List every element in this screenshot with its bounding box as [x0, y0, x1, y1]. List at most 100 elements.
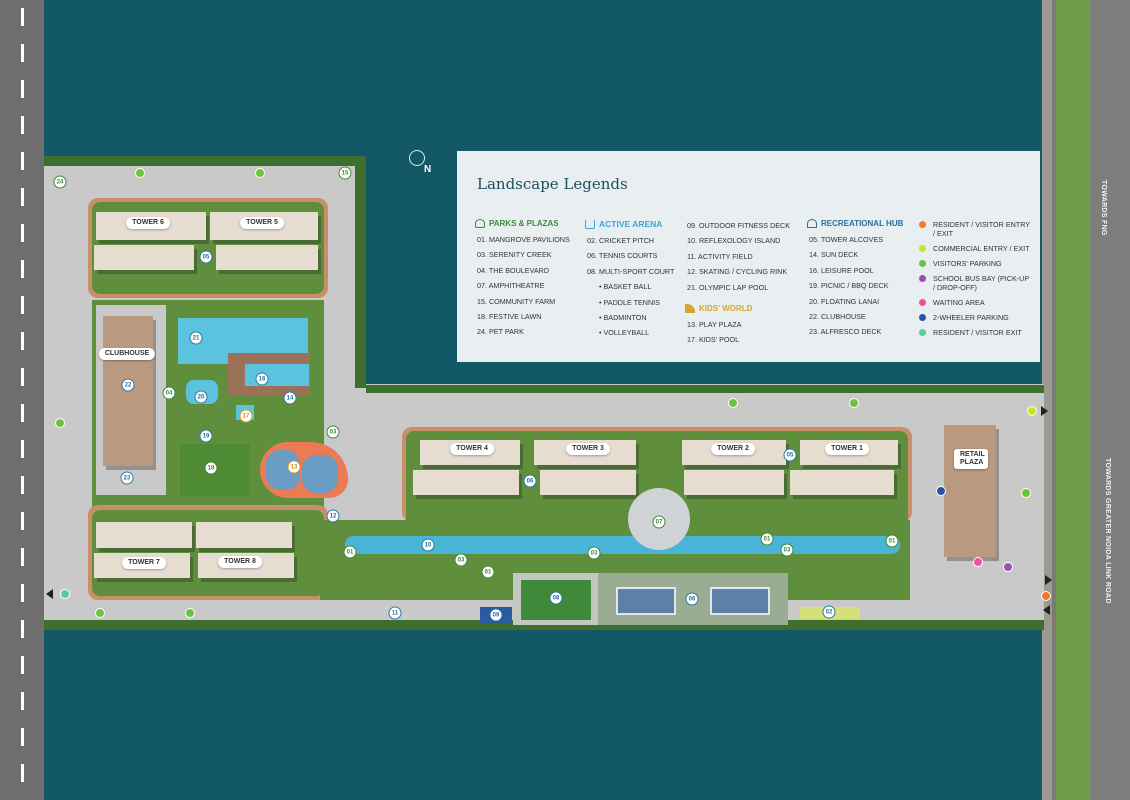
access-point-dot[interactable] [60, 589, 70, 599]
legend-item: 23. ALFRESCO DECK [809, 327, 882, 337]
access-point-dot[interactable] [849, 398, 859, 408]
amenity-marker[interactable]: 03 [780, 543, 794, 557]
building-label[interactable]: TOWER 5 [240, 216, 284, 230]
amenity-marker[interactable]: 06 [685, 592, 699, 606]
amenity-marker[interactable]: 11 [388, 606, 402, 620]
access-point-dot[interactable] [1041, 591, 1051, 601]
amenity-marker[interactable]: 22 [121, 378, 135, 392]
amenity-marker[interactable]: 13 [287, 460, 301, 474]
amenity-marker[interactable]: 05 [199, 250, 213, 264]
legend-item: 01. MANGROVE PAVILIONS [477, 235, 570, 244]
building-label[interactable]: TOWER 4 [450, 442, 494, 456]
access-point-dot[interactable] [728, 398, 738, 408]
legend-item: 17. KIDS' POOL [687, 334, 740, 344]
amenity-marker[interactable]: 09 [489, 608, 503, 622]
amenity-marker[interactable]: 03 [326, 425, 340, 439]
road-label-fng: TOWARDS FNG [1100, 180, 1107, 236]
lane-marking [21, 224, 24, 242]
legend-subitem: • BADMINTON [587, 313, 674, 322]
access-point-dot[interactable] [255, 168, 265, 178]
dot-icon [919, 245, 926, 252]
amenity-marker[interactable]: 24 [53, 175, 67, 189]
amenity-marker[interactable]: 16 [255, 372, 269, 386]
legend-item: 21. OLYMPIC LAP POOL [687, 282, 769, 292]
amenity-marker[interactable]: 14 [283, 391, 297, 405]
amenity-marker[interactable]: 06 [523, 474, 537, 488]
access-point-dot[interactable] [1003, 562, 1013, 572]
lane-marking [21, 440, 24, 458]
amenity-marker[interactable]: 01 [760, 532, 774, 546]
bullet: • [599, 328, 604, 338]
bullet: • [599, 282, 604, 292]
lane-marking [21, 764, 24, 782]
building-label[interactable]: TOWER 2 [711, 442, 755, 456]
legend-title: Landscape Legends [477, 175, 628, 193]
landscape-legend-panel: Landscape Legends PARKS & PLAZAS 01. MAN… [457, 151, 1040, 362]
access-point-dot[interactable] [185, 608, 195, 618]
access-point-dot[interactable] [1027, 406, 1037, 416]
dot-label: RESIDENT / VISITOR EXIT [933, 328, 1022, 337]
building-label[interactable]: TOWER 3 [566, 442, 610, 456]
amenity-marker[interactable]: 21 [189, 331, 203, 345]
compass-north: N [424, 164, 432, 175]
amenity-marker[interactable]: 07 [652, 515, 666, 529]
amenity-marker[interactable]: 23 [120, 471, 134, 485]
access-point-dot[interactable] [55, 418, 65, 428]
legend-subitem: • PADDLE TENNIS [587, 298, 674, 307]
legend-dot-item: 2-WHEELER PARKING [919, 313, 1031, 322]
amenity-marker[interactable]: 05 [783, 448, 797, 462]
amenity-marker[interactable]: 08 [549, 591, 563, 605]
legend-item: 20. FLOATING LANAI [809, 296, 880, 306]
building-label[interactable]: TOWER 7 [122, 556, 166, 570]
lane-marking [21, 620, 24, 638]
amenity-marker[interactable]: 18 [204, 461, 218, 475]
legend-item: 04. THE BOULEVARD [477, 265, 550, 275]
amenity-marker[interactable]: 15 [338, 166, 352, 180]
lane-marking [21, 80, 24, 98]
amenity-marker[interactable]: 19 [199, 429, 213, 443]
lane-marking [21, 296, 24, 314]
access-point-dot[interactable] [973, 557, 983, 567]
lane-marking [21, 692, 24, 710]
right-road-corridor [1042, 0, 1130, 800]
dot-label: WAITING AREA [933, 298, 985, 307]
lane-marking [21, 512, 24, 530]
amenity-marker[interactable]: 20 [194, 390, 208, 404]
legend-item: 11. ACTIVITY FIELD [687, 251, 753, 261]
amenity-marker[interactable]: 01 [885, 534, 899, 548]
building-label[interactable]: TOWER 1 [825, 442, 869, 456]
lane-marking [21, 404, 24, 422]
building-label[interactable]: CLUBHOUSE [98, 347, 156, 361]
access-point-dot[interactable] [1021, 488, 1031, 498]
lane-marking [21, 728, 24, 746]
access-point-dot[interactable] [95, 608, 105, 618]
tennis-court-2 [710, 587, 770, 615]
amenity-marker[interactable]: 01 [481, 565, 495, 579]
dot-icon [919, 275, 926, 282]
amenity-marker[interactable]: 03 [587, 546, 601, 560]
amenity-marker[interactable]: 17 [239, 409, 253, 423]
access-point-dot[interactable] [936, 486, 946, 496]
building-label[interactable]: RETAIL PLAZA [954, 448, 988, 470]
building-label[interactable]: TOWER 6 [126, 216, 170, 230]
lane-marking [21, 260, 24, 278]
amenity-marker[interactable]: 01 [343, 545, 357, 559]
subitem-label: PADDLE TENNIS [603, 297, 660, 307]
dot-label: RESIDENT / VISITOR ENTRY / EXIT [933, 220, 1030, 238]
pool-icon [585, 219, 595, 229]
access-point-dot[interactable] [135, 168, 145, 178]
amenity-marker[interactable]: 02 [822, 605, 836, 619]
amenity-marker[interactable]: 10 [421, 538, 435, 552]
dot-label: SCHOOL BUS BAY (PICK-UP / DROP-OFF) [933, 274, 1029, 292]
amenity-marker[interactable]: 12 [326, 509, 340, 523]
amenity-marker[interactable]: 04 [162, 386, 176, 400]
legend-item: 13. PLAY PLAZA [687, 319, 742, 329]
legend-item: 18. FESTIVE LAWN [477, 311, 542, 321]
dot-icon [919, 260, 926, 267]
amenity-marker[interactable]: 03 [454, 553, 468, 567]
building-label[interactable]: TOWER 8 [218, 555, 262, 569]
compass-icon [409, 150, 425, 166]
